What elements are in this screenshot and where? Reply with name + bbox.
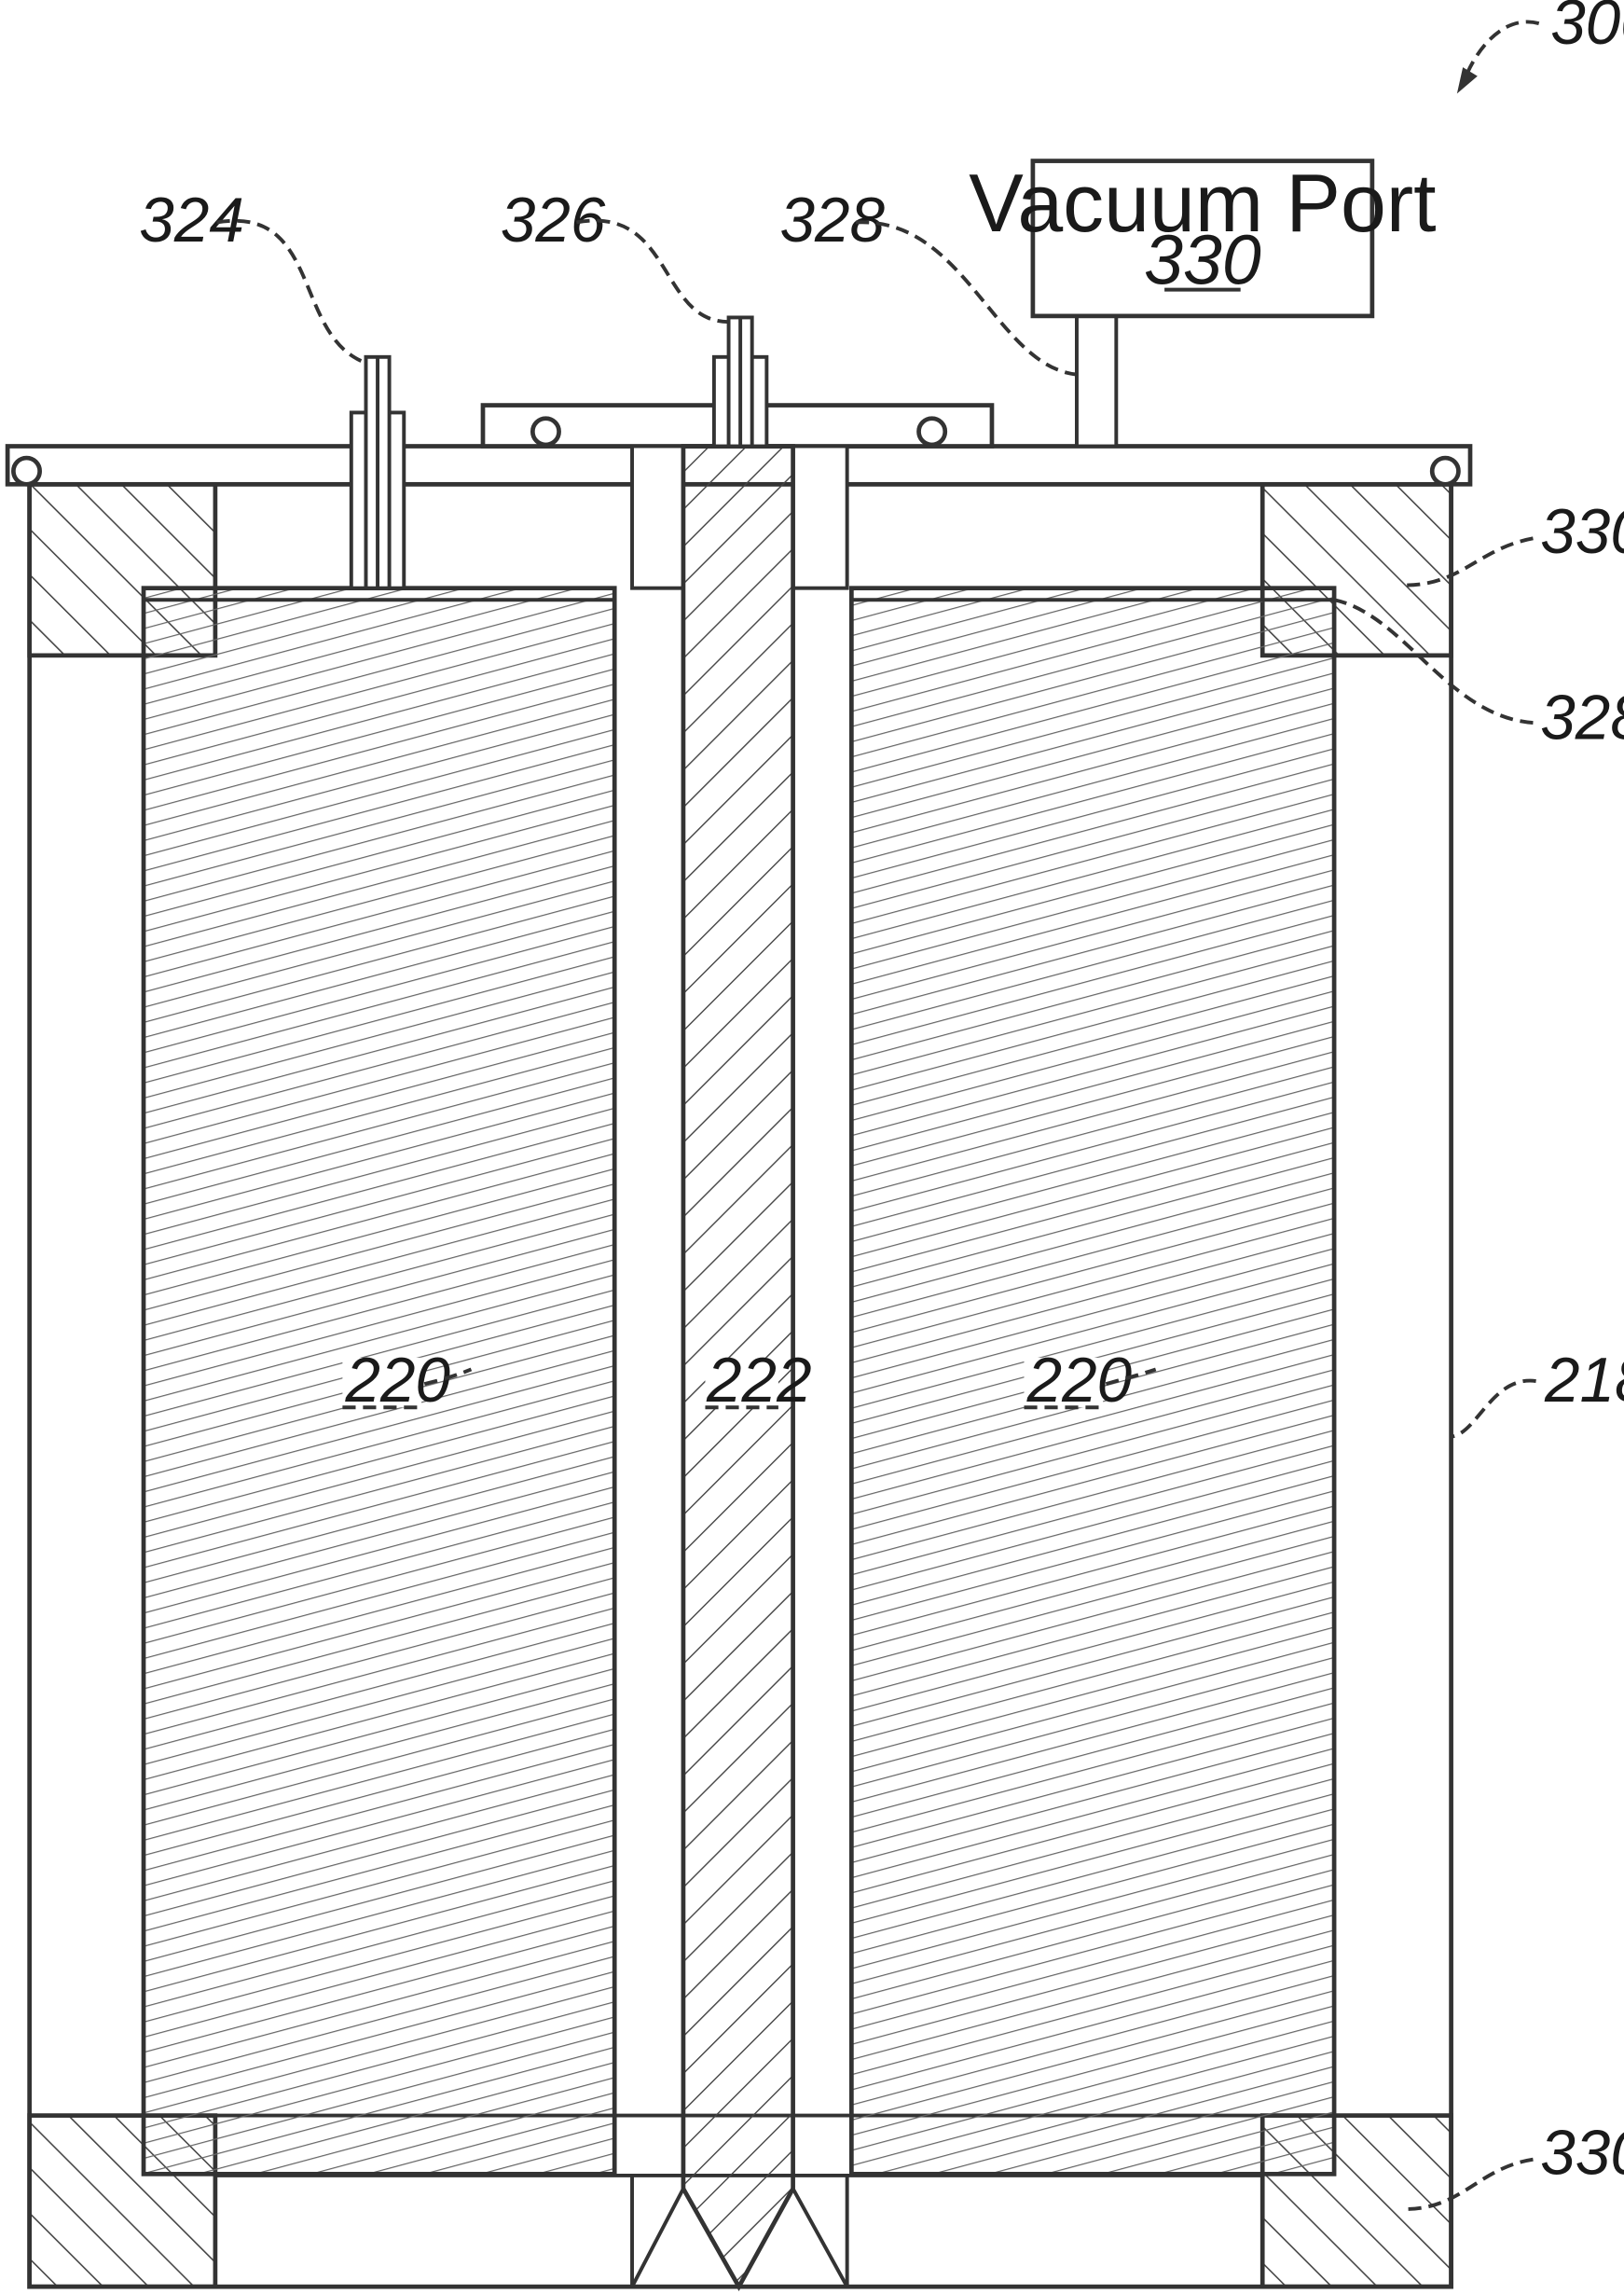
label-housing: 218 <box>1544 1346 1624 1416</box>
figure-number: 300 <box>1550 0 1624 58</box>
figure-arrowhead <box>1457 67 1478 93</box>
label-end-cap-bottom: 330 <box>1540 2118 1624 2188</box>
clamp-bolt-right <box>919 419 945 445</box>
label-core-center: 222 <box>706 1346 812 1416</box>
figure-leader <box>1467 21 1539 73</box>
label-port-326: 326 <box>501 186 606 256</box>
vacuum-port-number: 330 <box>1144 220 1261 298</box>
tube-right <box>793 447 847 588</box>
leader-218 <box>1452 1381 1536 1437</box>
lid-bolt-right <box>1432 458 1458 484</box>
label-port-328: 328 <box>779 186 885 256</box>
tube-left <box>632 447 683 588</box>
clamp-bolt-left <box>532 419 558 445</box>
vacuum-stem <box>1077 316 1116 447</box>
label-end-cap-top: 330 <box>1540 497 1624 567</box>
label-top-liner: 328 <box>1540 683 1624 753</box>
lid-bolt-left <box>13 458 39 484</box>
